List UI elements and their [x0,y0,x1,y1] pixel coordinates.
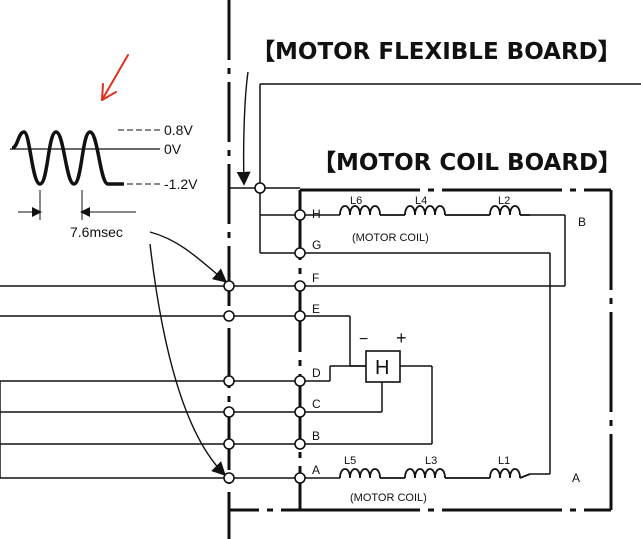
coil-l2 [489,205,521,216]
waveform: 0.8V 0V -1.2V 7.6msec [10,122,198,240]
node [223,472,235,484]
node [294,280,306,292]
coil-l2-label: L2 [498,195,510,207]
coil-l4 [404,205,446,216]
voltage-zero-label: 0V [164,141,182,157]
pin-e-label: E [312,302,320,316]
coil-board-outline [298,188,613,512]
coil-l3 [404,468,446,479]
node [223,310,235,322]
coil-l5-label: L5 [344,455,356,467]
coil-l4-label: L4 [415,195,427,207]
pin-h-label: H [312,207,321,221]
red-arrow-annotation [101,54,129,101]
node [294,209,306,221]
square-wave [11,130,124,186]
terminal-b-label: B [578,215,586,229]
coil-l5 [339,468,381,479]
node [223,406,235,418]
hall-element-label: H [375,357,389,379]
node [254,182,266,194]
coil-l1-label: L1 [498,455,510,467]
pin-g-label: G [312,238,321,252]
hall-plus-label: + [396,328,407,348]
connection-nodes [223,182,306,484]
pin-f-label: F [312,271,319,285]
terminal-a-label: A [572,471,580,485]
coil-caption-bottom: (MOTOR COIL) [350,492,427,504]
node [223,375,235,387]
coil-row-bottom [339,468,531,479]
pin-c-label: C [312,397,321,411]
pin-a-label: A [312,463,320,477]
hall-element: H − + [350,328,407,383]
node [294,406,306,418]
period-label: 7.6msec [70,224,123,240]
callout-arrow-a [149,243,226,476]
node [223,438,235,450]
pin-b-label: B [312,429,320,443]
hall-minus-label: − [359,331,368,348]
node [294,472,306,484]
node [294,247,306,259]
voltage-low-label: -1.2V [164,176,198,192]
motor-coil-board-heading: 【MOTOR COIL BOARD】 [313,150,621,176]
voltage-high-label: 0.8V [164,122,193,138]
node [294,438,306,450]
coil-l1 [489,468,521,479]
callout-arrow-f [149,231,228,283]
pin-d-label: D [312,366,321,380]
coil-l3-label: L3 [425,455,437,467]
coil-row-top [339,205,530,216]
motor-flexible-board-heading: 【MOTOR FLEXIBLE BOARD】 [252,39,621,65]
flexible-board-leader-arrow [236,71,251,186]
coil-caption-top: (MOTOR COIL) [352,232,429,244]
coil-l6 [339,205,381,216]
node [223,280,235,292]
node [294,375,306,387]
coil-l6-label: L6 [350,195,362,207]
node [294,310,306,322]
